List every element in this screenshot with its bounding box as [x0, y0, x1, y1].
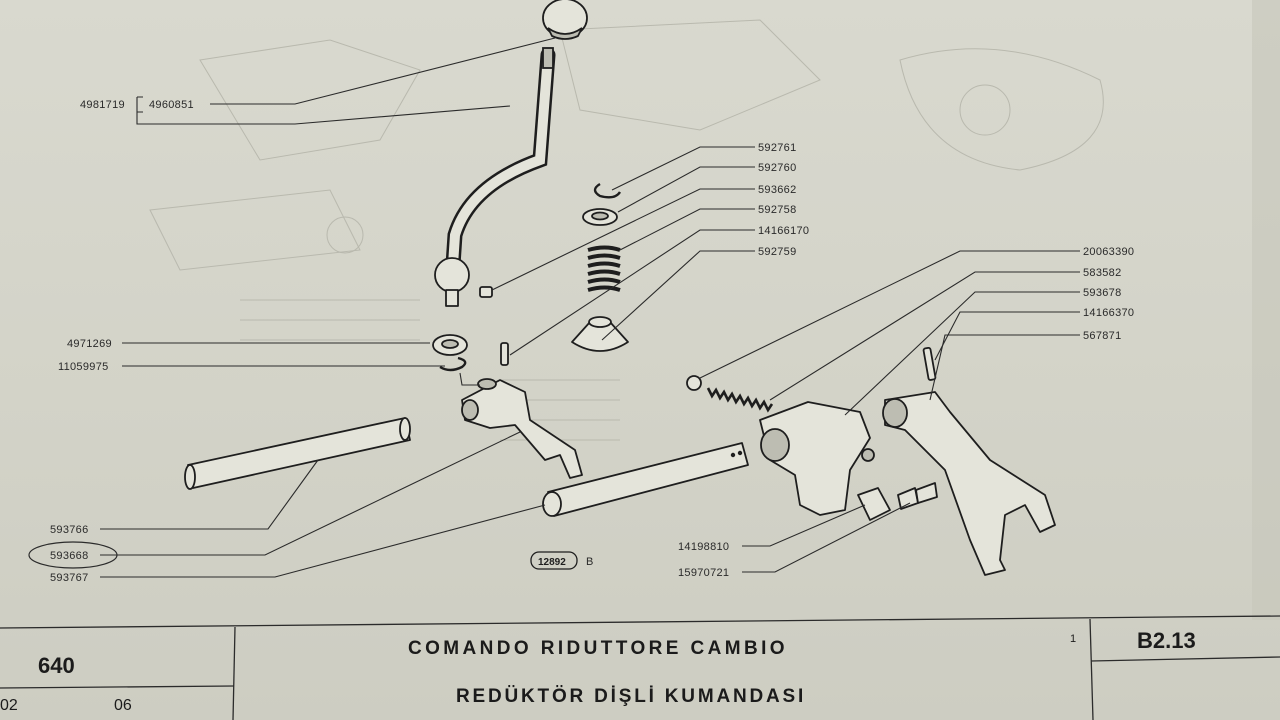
lower-circlip-part: [439, 356, 467, 372]
label-selector: 593668: [50, 550, 89, 562]
title-italian: COMANDO RIDUTTORE CAMBIO: [408, 638, 788, 659]
retainer-ring-part: [582, 208, 618, 226]
figure-code-number: 12892: [538, 557, 566, 568]
page-code: B2.13: [1137, 628, 1196, 653]
label-plate: 14198810: [678, 541, 729, 553]
label-bracket: 593678: [1083, 287, 1122, 299]
sheet-mark: 1: [1070, 633, 1076, 645]
label-detent-spring: 583582: [1083, 267, 1122, 279]
model-number: 640: [38, 653, 75, 678]
part-labels: 4981719 4960851 592761 592760 593662 592…: [50, 99, 1134, 584]
boot-part: [571, 316, 629, 352]
label-circlip-top: 592761: [758, 142, 797, 154]
plate-part: [857, 487, 891, 521]
title-block: 640 02 06 COMANDO RIDUTTORE CAMBIO REDÜK…: [0, 615, 1280, 720]
seal-ring-part: [432, 334, 468, 356]
figure-code: 12892 B: [530, 551, 594, 570]
label-knob: 4960851: [149, 99, 194, 111]
label-lever: 4981719: [80, 99, 125, 111]
figure-code-suffix: B: [586, 556, 594, 568]
label-retainer-ring: 592760: [758, 162, 797, 174]
label-shaft-right: 593767: [50, 572, 89, 584]
page-edge-shadow: [1252, 0, 1280, 620]
roll-pin-part: [500, 342, 509, 366]
label-roll-pin: 14166170: [758, 225, 809, 237]
label-fork: 567871: [1083, 330, 1122, 342]
bolt-part: [897, 482, 938, 510]
shaft-right-part: [542, 442, 749, 517]
code-left: 02: [0, 697, 18, 714]
fork-roll-pin-part: [922, 346, 937, 381]
circled-callout: [28, 541, 118, 569]
ball-part: [686, 375, 702, 391]
label-boot: 592759: [758, 246, 797, 258]
background-show-through: [149, 19, 1104, 441]
code-right: 06: [114, 697, 132, 714]
small-pin-part: [479, 286, 493, 298]
leader-lines: [28, 37, 1080, 578]
label-shaft-left: 593766: [50, 524, 89, 536]
label-bolt: 15970721: [678, 567, 729, 579]
spring-part: [587, 245, 621, 292]
label-spring: 592758: [758, 204, 797, 216]
gear-lever-part: [434, 47, 556, 307]
selector-part: [461, 378, 583, 479]
label-ball: 20063390: [1083, 246, 1134, 258]
knob-part: [542, 0, 588, 40]
bracket-part: [759, 401, 875, 516]
label-roll-pin-fork: 14166370: [1083, 307, 1134, 319]
title-turkish: REDÜKTÖR DİŞLİ KUMANDASI: [456, 686, 806, 707]
label-pin-small: 593662: [758, 184, 797, 196]
detent-spring-part: [706, 387, 774, 413]
circlip-part: [593, 182, 622, 199]
label-circlip-lower: 11059975: [58, 361, 109, 373]
label-seal-ring: 4971269: [67, 338, 112, 350]
shaft-left-part: [184, 417, 411, 490]
fork-part: [882, 391, 1056, 576]
